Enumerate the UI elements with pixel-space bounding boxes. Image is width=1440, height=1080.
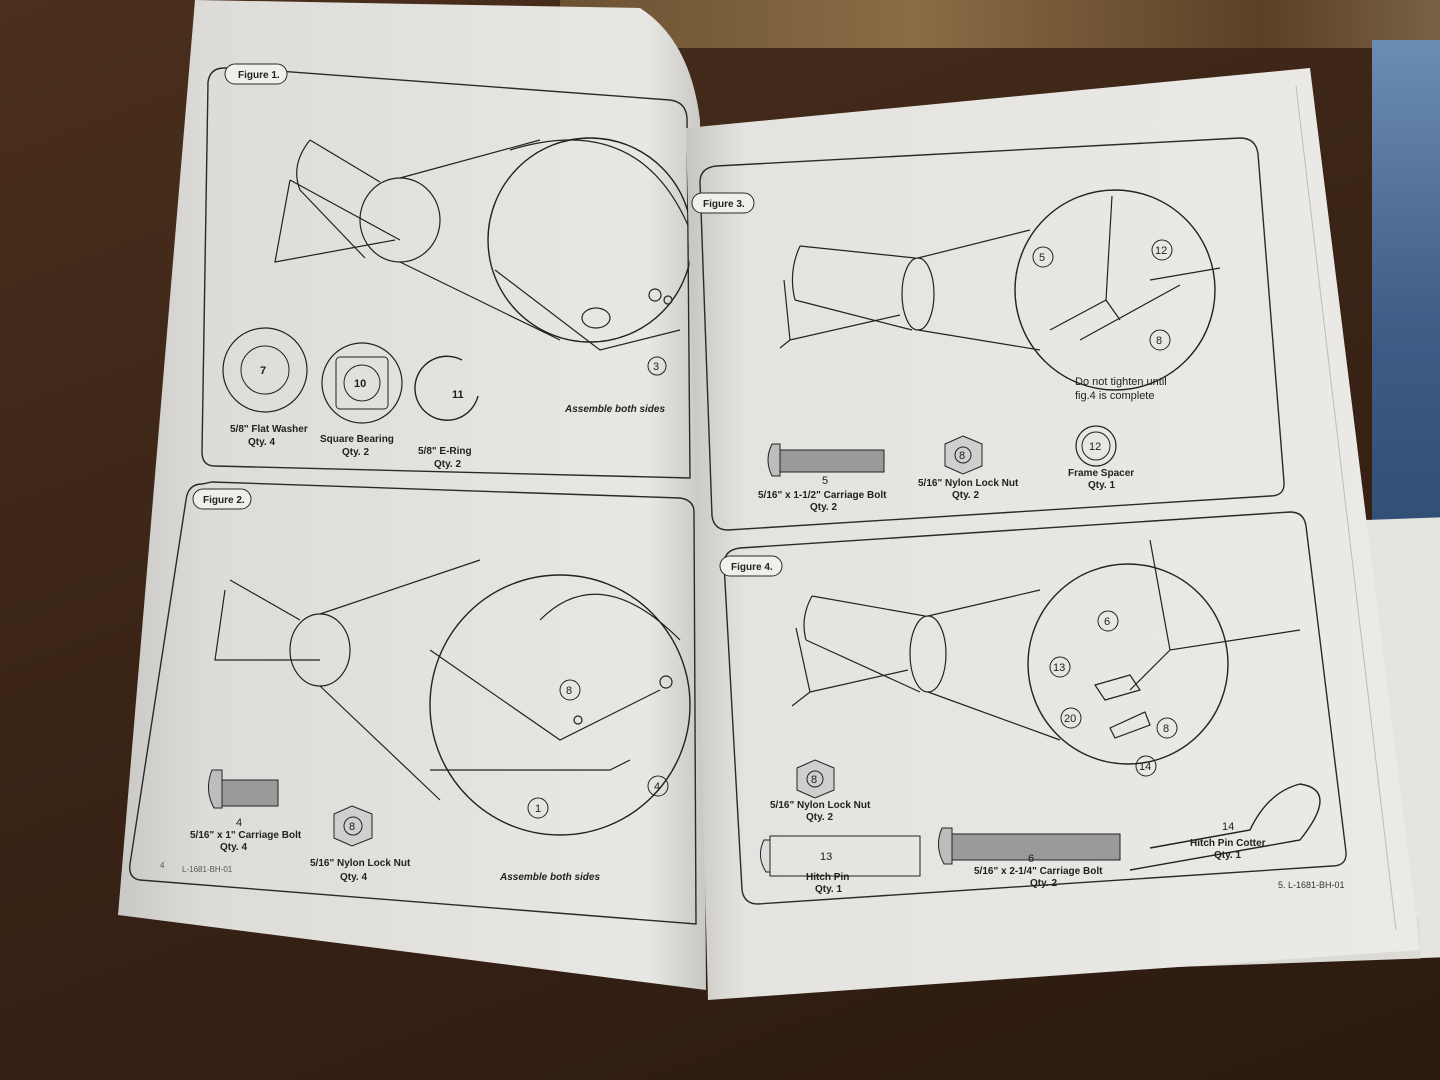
svg-text:5/8" E-Ring: 5/8" E-Ring bbox=[418, 446, 472, 457]
svg-text:Qty. 2: Qty. 2 bbox=[434, 459, 461, 470]
left-page: Figure 1. 3 7 5/8 bbox=[118, 0, 706, 990]
part-13-hitch-pin: 13 Hitch Pin Qty. 1 bbox=[760, 835, 921, 895]
svg-text:1: 1 bbox=[535, 803, 541, 815]
svg-text:Qty. 4: Qty. 4 bbox=[220, 842, 247, 853]
part-8-nylon-lock-nut-fig2: 8 5/16" Nylon Lock Nut Qty. 4 bbox=[310, 805, 411, 883]
svg-text:8: 8 bbox=[959, 450, 965, 462]
callout-20-fig4: 20 bbox=[1060, 707, 1082, 729]
part-14-hitch-pin-cotter: 14 Hitch Pin Cotter Qty. 1 bbox=[1129, 783, 1321, 871]
svg-text:8: 8 bbox=[811, 774, 817, 786]
part-4-carriage-bolt: 4 5/16" x 1" Carriage Bolt Qty. 4 bbox=[190, 769, 302, 853]
figure-1-panel: Figure 1. 3 7 5/8 bbox=[201, 63, 693, 479]
callout-12-fig3: 12 bbox=[1151, 239, 1173, 261]
right-page-footer: 5. L-1681-BH-01 bbox=[1278, 880, 1345, 890]
callout-8-fig3: 8 bbox=[1149, 329, 1171, 351]
right-page: Figure 3. 5 12 8 bbox=[686, 68, 1420, 1000]
callout-8-fig2: 8 bbox=[559, 679, 581, 701]
svg-text:14: 14 bbox=[1222, 821, 1234, 833]
callout-6-fig4: 6 bbox=[1097, 610, 1119, 632]
svg-text:10: 10 bbox=[354, 378, 366, 390]
figure-3-title: Figure 3. bbox=[703, 199, 745, 210]
svg-text:5/16" Nylon Lock Nut: 5/16" Nylon Lock Nut bbox=[310, 858, 411, 869]
roller-drawing-3 bbox=[779, 189, 1221, 391]
svg-text:Square Bearing: Square Bearing bbox=[320, 434, 394, 445]
svg-text:Qty. 4: Qty. 4 bbox=[340, 872, 367, 883]
callout-5-fig3: 5 bbox=[1032, 246, 1054, 268]
svg-text:8: 8 bbox=[566, 685, 572, 697]
svg-text:Qty. 1: Qty. 1 bbox=[815, 884, 842, 895]
figure-4-title: Figure 4. bbox=[731, 562, 773, 573]
svg-text:5/16" Nylon Lock Nut: 5/16" Nylon Lock Nut bbox=[770, 800, 871, 811]
svg-text:Qty. 2: Qty. 2 bbox=[342, 447, 369, 458]
part-8-nylon-lock-nut-fig3: 8 5/16" Nylon Lock Nut Qty. 2 bbox=[918, 435, 1019, 501]
svg-text:5/16" Nylon Lock Nut: 5/16" Nylon Lock Nut bbox=[918, 478, 1019, 489]
svg-text:Qty. 2: Qty. 2 bbox=[810, 502, 837, 513]
svg-text:8: 8 bbox=[1163, 723, 1169, 735]
part-7-flat-washer: 7 5/8" Flat Washer Qty. 4 bbox=[222, 327, 308, 448]
figure-2-title: Figure 2. bbox=[203, 495, 245, 506]
figure-3-note-line1: Do not tighten until bbox=[1075, 376, 1167, 388]
roller-drawing-4 bbox=[791, 539, 1301, 765]
svg-text:5: 5 bbox=[822, 475, 828, 487]
svg-text:5: 5 bbox=[1039, 252, 1045, 264]
callout-1: 1 bbox=[527, 797, 549, 819]
svg-text:8: 8 bbox=[1156, 335, 1162, 347]
part-8-nylon-lock-nut-fig4: 8 5/16" Nylon Lock Nut Qty. 2 bbox=[770, 759, 871, 823]
callout-14-fig4: 14 bbox=[1135, 755, 1157, 777]
svg-text:12: 12 bbox=[1155, 245, 1167, 257]
svg-text:13: 13 bbox=[1053, 662, 1065, 674]
svg-text:Frame Spacer: Frame Spacer bbox=[1068, 468, 1134, 479]
svg-text:5/16" x 2-1/4" Carriage Bolt: 5/16" x 2-1/4" Carriage Bolt bbox=[974, 866, 1103, 877]
figure-4-panel: Figure 4. 6 13 20 bbox=[719, 511, 1347, 905]
left-page-code: L-1681-BH-01 bbox=[182, 865, 233, 874]
svg-text:Qty. 2: Qty. 2 bbox=[806, 812, 833, 823]
decorative-box-edge bbox=[560, 0, 1440, 48]
svg-text:13: 13 bbox=[820, 851, 832, 863]
part-6-carriage-bolt: 6 5/16" x 2-1/4" Carriage Bolt Qty. 2 bbox=[938, 827, 1121, 889]
part-5-carriage-bolt: 5 5/16" x 1-1/2" Carriage Bolt Qty. 2 bbox=[758, 443, 887, 513]
part-12-frame-spacer: 12 Frame Spacer Qty. 1 bbox=[1068, 425, 1134, 491]
figure-1-title: Figure 1. bbox=[238, 70, 280, 81]
svg-text:12: 12 bbox=[1089, 441, 1101, 453]
svg-text:Hitch Pin Cotter: Hitch Pin Cotter bbox=[1190, 838, 1266, 849]
svg-text:3: 3 bbox=[653, 361, 659, 373]
svg-text:Qty. 4: Qty. 4 bbox=[248, 437, 275, 448]
left-page-number: 4 bbox=[160, 861, 165, 870]
svg-text:Qty. 1: Qty. 1 bbox=[1088, 480, 1115, 491]
svg-text:5/16" x 1" Carriage Bolt: 5/16" x 1" Carriage Bolt bbox=[190, 830, 302, 841]
svg-text:8: 8 bbox=[349, 821, 355, 833]
part-11-e-ring: 11 5/8" E-Ring Qty. 2 bbox=[414, 355, 479, 470]
callout-8-fig4: 8 bbox=[1156, 717, 1178, 739]
svg-text:6: 6 bbox=[1104, 616, 1110, 628]
svg-text:5/16" x 1-1/2" Carriage Bolt: 5/16" x 1-1/2" Carriage Bolt bbox=[758, 490, 887, 501]
figure-2-panel: Figure 2. 8 1 4 bbox=[129, 481, 697, 925]
svg-text:20: 20 bbox=[1064, 713, 1076, 725]
svg-text:5/8" Flat Washer: 5/8" Flat Washer bbox=[230, 424, 308, 435]
svg-text:Qty. 1: Qty. 1 bbox=[1214, 850, 1241, 861]
svg-text:11: 11 bbox=[452, 389, 464, 401]
figure-3-note-line2: fig.4 is complete bbox=[1075, 390, 1154, 402]
svg-text:Hitch Pin: Hitch Pin bbox=[806, 872, 849, 883]
figure-1-note: Assemble both sides bbox=[564, 404, 665, 415]
callout-3: 3 bbox=[647, 356, 667, 376]
roller-drawing-2 bbox=[214, 559, 691, 836]
svg-text:14: 14 bbox=[1139, 761, 1151, 773]
svg-text:4: 4 bbox=[654, 781, 660, 793]
part-10-square-bearing: 10 Square Bearing Qty. 2 bbox=[320, 342, 403, 458]
callout-4-fig2: 4 bbox=[647, 775, 669, 797]
figure-3-panel: Figure 3. 5 12 8 bbox=[691, 137, 1285, 531]
callout-13-fig4: 13 bbox=[1049, 656, 1071, 678]
svg-text:4: 4 bbox=[236, 817, 242, 829]
svg-text:Qty. 2: Qty. 2 bbox=[1030, 878, 1057, 889]
figure-2-note: Assemble both sides bbox=[499, 872, 600, 883]
svg-text:7: 7 bbox=[260, 365, 266, 377]
svg-text:Qty. 2: Qty. 2 bbox=[952, 490, 979, 501]
svg-text:6: 6 bbox=[1028, 853, 1034, 865]
